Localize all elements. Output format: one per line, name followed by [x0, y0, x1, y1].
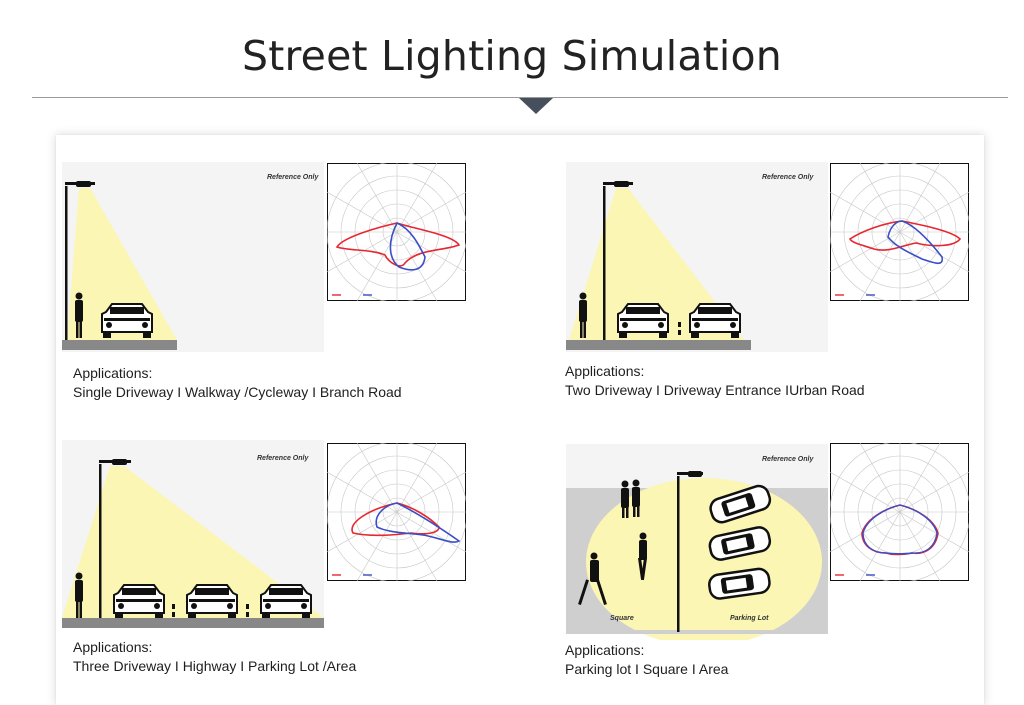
page-title: Street Lighting Simulation — [242, 32, 782, 80]
pedestrian-icon — [75, 292, 83, 338]
polar-chart-single-driveway — [327, 163, 466, 301]
applications-label: Applications: — [73, 639, 153, 655]
applications-list: Parking lot I Square I Area — [565, 661, 729, 677]
scene-single-driveway: Reference Only — [62, 162, 324, 352]
title-divider — [32, 97, 1008, 98]
applications-text: Applications: Three Driveway I Highway I… — [73, 638, 356, 676]
applications-list: Two Driveway I Driveway Entrance IUrban … — [565, 382, 865, 398]
applications-label: Applications: — [565, 642, 645, 658]
applications-list: Three Driveway I Highway I Parking Lot /… — [73, 658, 357, 674]
reference-label: Reference Only — [762, 456, 814, 463]
scene-three-driveway: Reference Only — [62, 440, 324, 628]
pedestrian-group-icon — [621, 479, 640, 518]
car-top-icon — [709, 484, 772, 524]
car-icon — [113, 584, 165, 619]
divider-arrow-icon — [519, 98, 553, 114]
polar-chart-parking-square — [830, 443, 969, 581]
applications-list: Single Driveway I Walkway /Cycleway I Br… — [73, 384, 402, 400]
polar-chart-three-driveway — [327, 443, 466, 581]
applications-text: Applications: Single Driveway I Walkway … — [73, 364, 402, 402]
car-icon — [101, 303, 153, 338]
car-icon — [186, 584, 238, 619]
reference-label: Reference Only — [267, 174, 319, 181]
applications-text: Applications: Parking lot I Square I Are… — [565, 641, 728, 679]
pedestrian-icon — [579, 292, 587, 338]
car-top-icon — [708, 526, 772, 561]
applications-label: Applications: — [565, 363, 645, 379]
scene-two-driveway: Reference Only — [566, 162, 828, 352]
applications-text: Applications: Two Driveway I Driveway En… — [565, 362, 865, 400]
pedestrian-icon — [638, 532, 647, 581]
pedestrian-icon — [578, 552, 607, 606]
car-icon — [617, 303, 669, 338]
pedestrian-icon — [75, 572, 83, 618]
applications-label: Applications: — [73, 365, 153, 381]
car-icon — [260, 584, 312, 619]
polar-chart-two-driveway — [830, 163, 969, 301]
car-top-icon — [708, 567, 771, 600]
scene-parking-square: Reference Only Square Parking Lot — [566, 444, 828, 640]
reference-label: Reference Only — [762, 174, 814, 181]
square-area-label: Square — [610, 615, 634, 622]
parking-lot-area-label: Parking Lot — [730, 615, 769, 622]
reference-label: Reference Only — [257, 455, 309, 462]
car-icon — [689, 303, 741, 338]
